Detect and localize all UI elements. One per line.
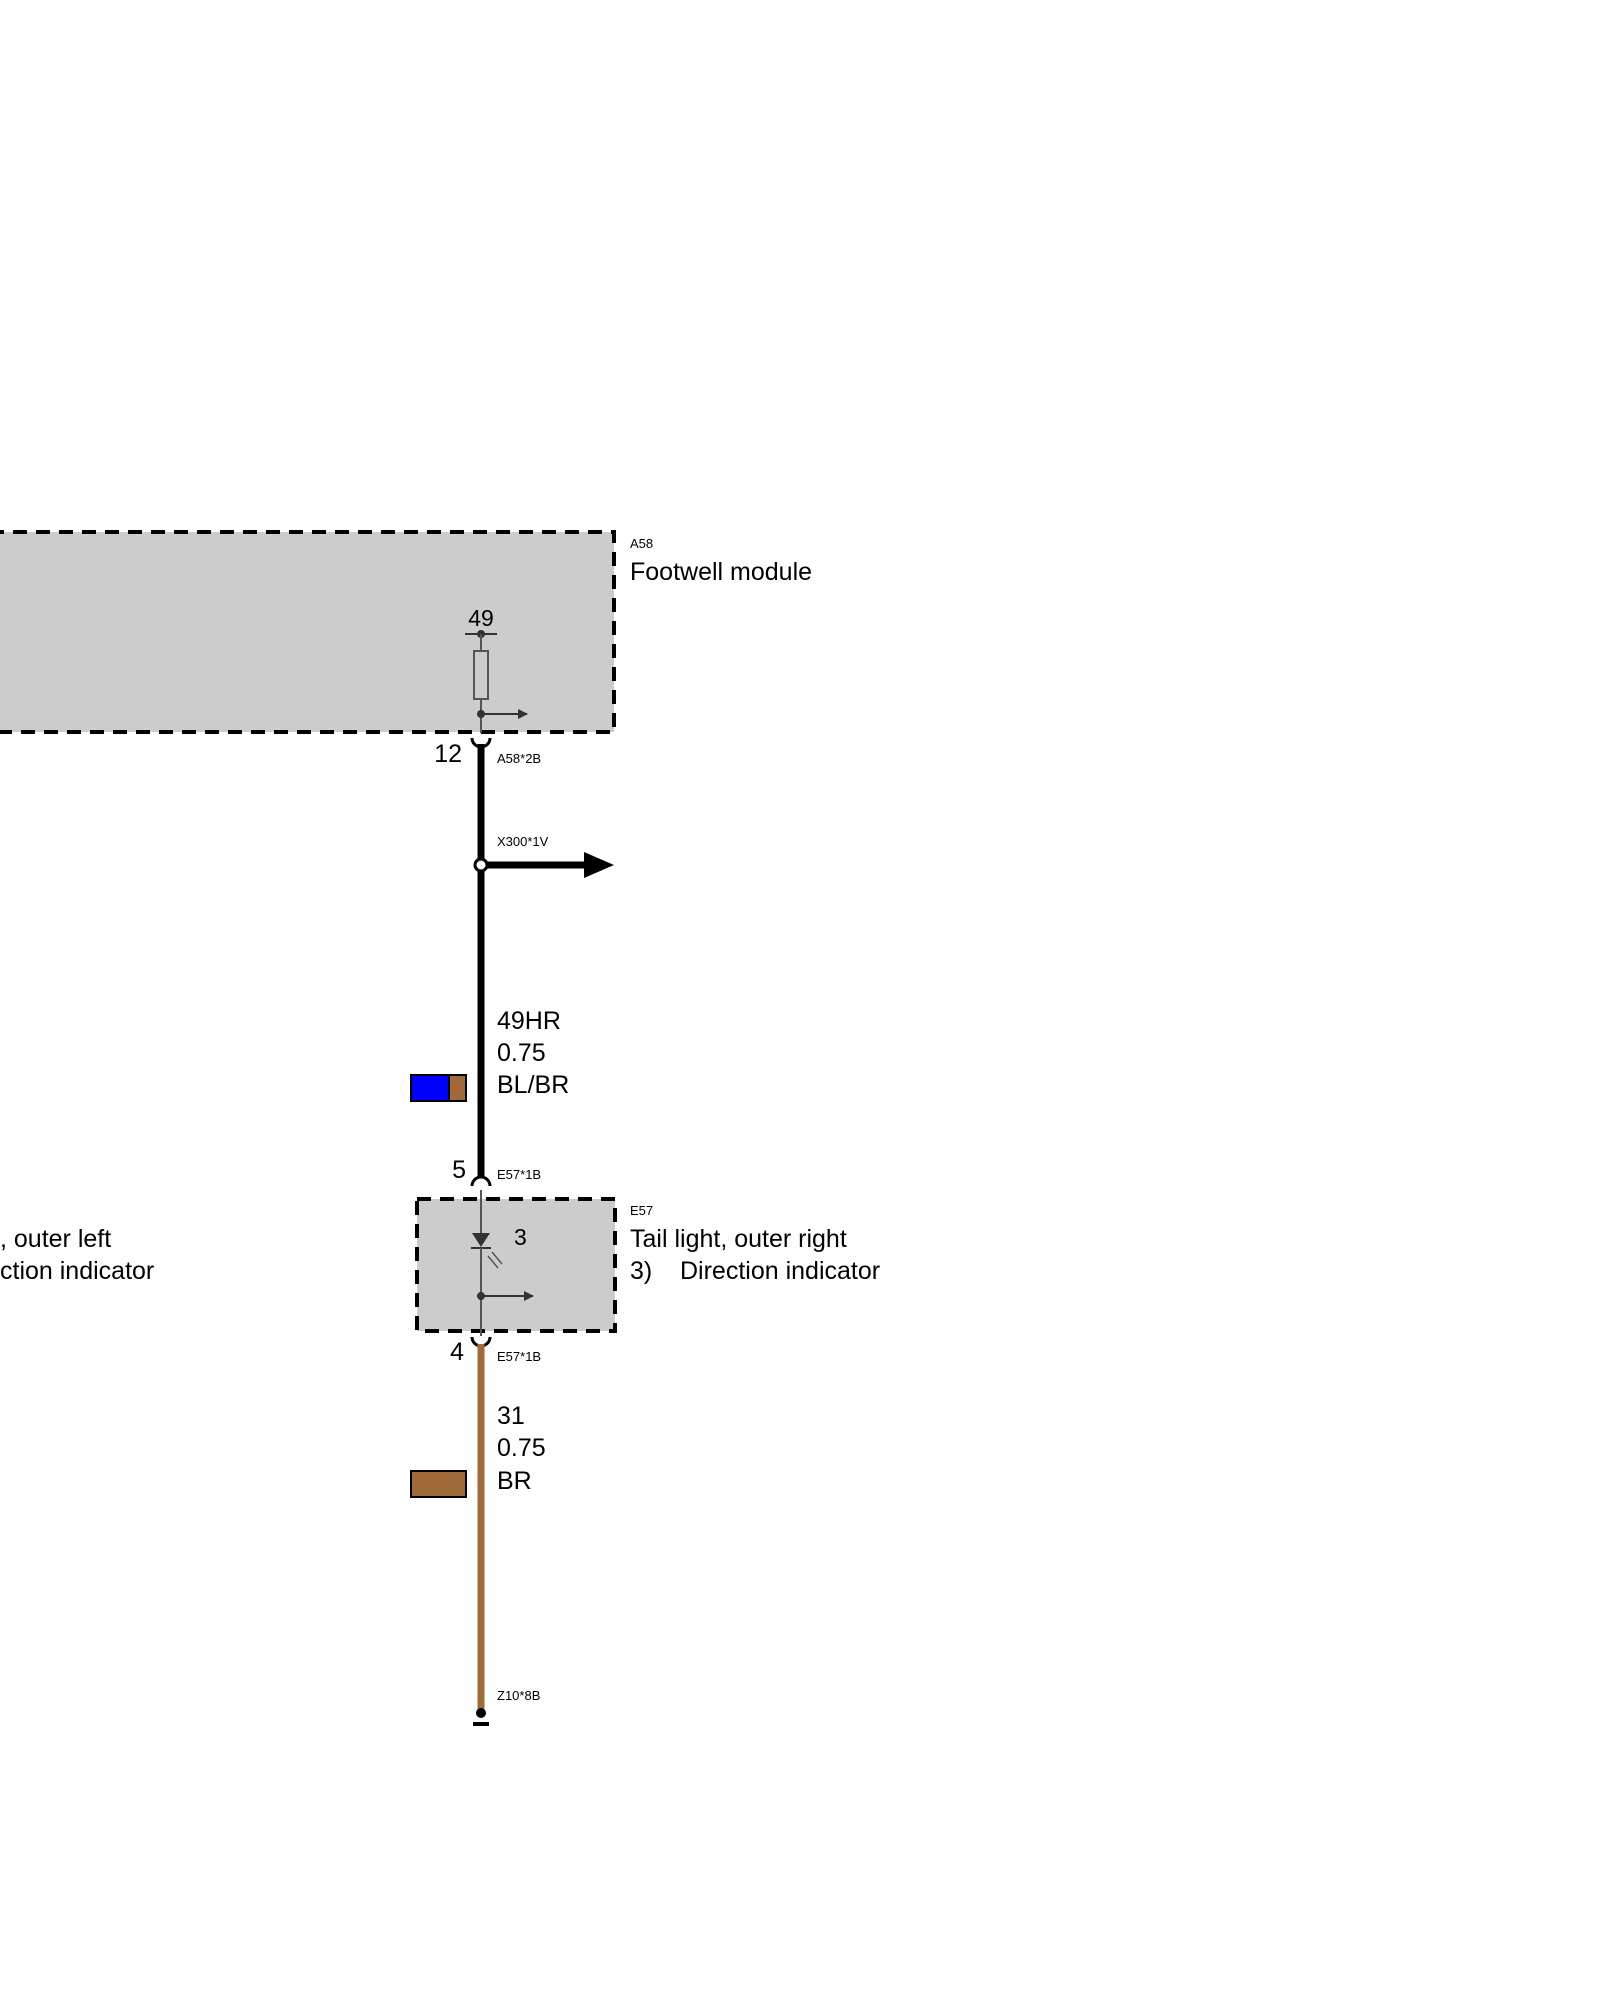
ground-node	[476, 1708, 486, 1718]
supply-wire-color-swatch	[410, 1074, 467, 1102]
tail-light-right-function-number: 3)	[630, 1257, 652, 1285]
ground-point[interactable]: Z10*8B	[473, 1688, 540, 1726]
tail-light-left-function-partial: ction indicator	[0, 1257, 154, 1285]
footwell-module[interactable]: A58 Footwell module 49	[0, 530, 812, 734]
ground-wire-color-swatch	[410, 1470, 467, 1498]
ground-wire-color-code: BR	[497, 1467, 532, 1495]
tail-light-lamp-number: 3	[514, 1224, 527, 1250]
footwell-module-box	[0, 530, 616, 734]
footwell-module-name: Footwell module	[630, 558, 812, 586]
tail-right-input-pin-label: 5	[452, 1156, 466, 1184]
supply-wire-color-code: BL/BR	[497, 1071, 569, 1099]
tail-right-output-pin-label: 4	[450, 1338, 464, 1366]
footwell-output-pin-label: 12	[434, 740, 462, 768]
tail-right-output-connector-label: E57*1B	[497, 1349, 541, 1364]
swatch-brown	[448, 1074, 467, 1102]
tail-light-right-function-name: Direction indicator	[680, 1257, 880, 1285]
supply-wire-gauge: 0.75	[497, 1039, 546, 1067]
tail-light-right[interactable]: E57 Tail light, outer right 3) Direction…	[415, 1190, 880, 1336]
tail-light-right-box	[415, 1197, 617, 1333]
ground-wire-circuit: 31	[497, 1402, 525, 1430]
swatch-blue	[410, 1074, 450, 1102]
splice-branch-arrow-icon	[584, 852, 614, 878]
footwell-module-id: A58	[630, 536, 653, 551]
footwell-connector-label: A58*2B	[497, 751, 541, 766]
tail-light-right-id: E57	[630, 1203, 653, 1218]
tail-light-right-name: Tail light, outer right	[630, 1225, 847, 1253]
ground-point-connector-label: Z10*8B	[497, 1688, 540, 1703]
splice-node	[473, 857, 489, 873]
ground-wire-gauge: 0.75	[497, 1434, 546, 1462]
splice-x300[interactable]: X300*1V	[473, 834, 614, 878]
footwell-internal-pin-label: 49	[468, 605, 494, 631]
led-light-ray	[487, 1255, 499, 1269]
connector-socket-icon	[470, 1175, 492, 1187]
supply-wire-circuit: 49HR	[497, 1007, 561, 1035]
splice-connector-label: X300*1V	[497, 834, 549, 849]
tail-right-input-connector-label: E57*1B	[497, 1167, 541, 1182]
tail-light-left-name-partial: , outer left	[0, 1225, 111, 1253]
led-icon	[472, 1233, 490, 1247]
led-light-ray	[491, 1251, 503, 1265]
